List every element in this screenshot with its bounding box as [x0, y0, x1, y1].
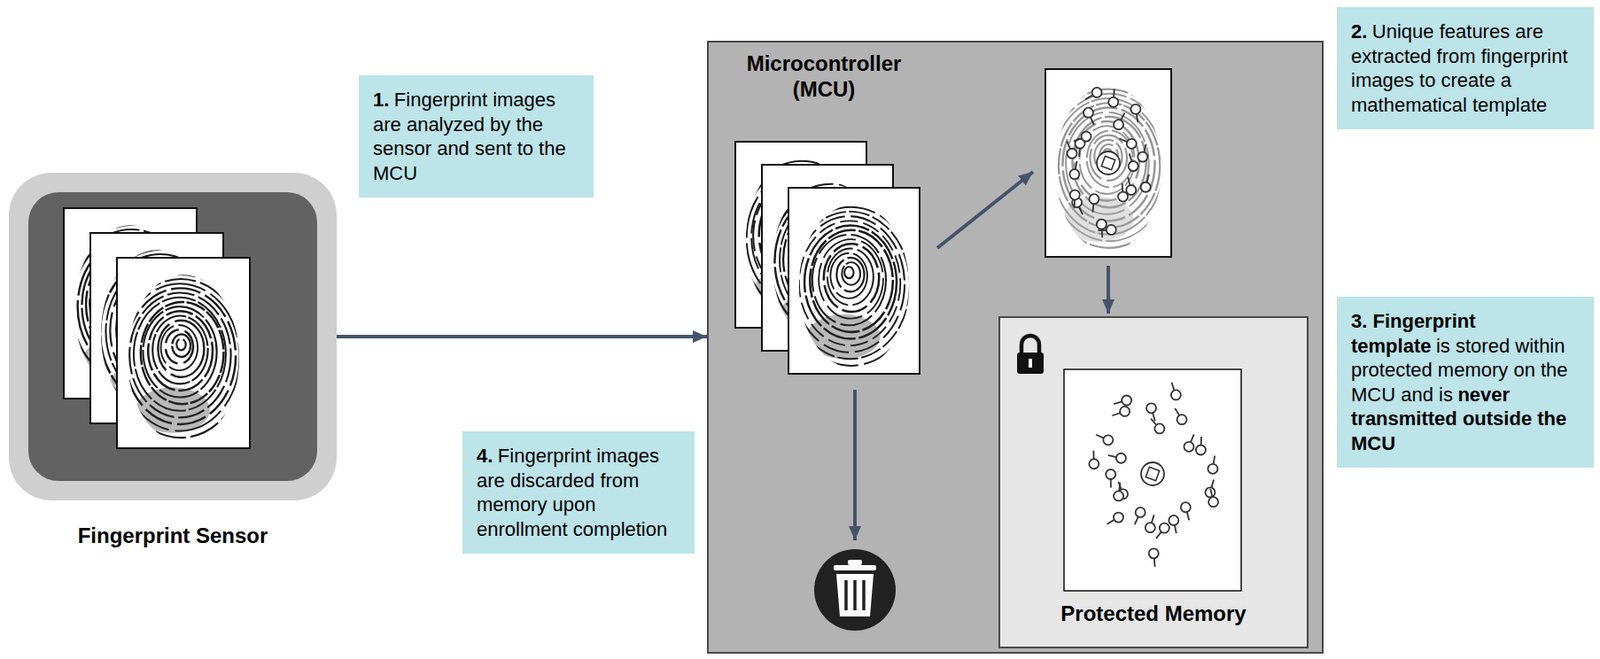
flow-arrow	[937, 171, 1034, 249]
image-frame	[116, 257, 250, 449]
sensor-illustration	[8, 172, 337, 501]
image-frame	[1045, 69, 1172, 257]
minutiae-points	[1088, 382, 1219, 567]
callout-body: 3. Fingerprint templateis stored within …	[1351, 309, 1580, 456]
sensor-device: Fingerprint Sensor	[8, 172, 337, 572]
fingerprint-ridges	[48, 208, 271, 481]
lock-icon	[1017, 335, 1044, 374]
trash-icon	[814, 549, 896, 631]
step-callout: 4.Fingerprint images are discarded from …	[462, 431, 695, 554]
flow-arrow	[336, 334, 707, 339]
callout-text: Fingerprint images are analyzed by the s…	[372, 88, 567, 185]
fingerprint-ridges	[717, 138, 940, 411]
callout-text: 1.	[372, 88, 389, 111]
callout-body: 1.Fingerprint images are analyzed by the…	[372, 87, 580, 186]
protected-memory-illustration	[1000, 318, 1307, 647]
fingerprint-ridges	[995, 43, 1218, 316]
flow-arrow	[853, 389, 857, 541]
protected-memory-box: Protected Memory	[998, 316, 1309, 649]
node-title: Protected Memory	[1000, 601, 1307, 628]
node-title: Microcontroller (MCU)	[726, 51, 922, 103]
image-frame	[788, 187, 920, 374]
callout-text: Fingerprint images are discarded from me…	[476, 444, 668, 541]
step-callout: 2.Unique features are extracted from fin…	[1336, 7, 1594, 130]
node-title: Fingerprint Sensor	[8, 523, 337, 550]
callout-text: 2.	[1351, 20, 1367, 43]
step-callout: 1.Fingerprint images are analyzed by the…	[358, 75, 594, 198]
template-frame	[1064, 369, 1242, 591]
fingerprint-ridges	[69, 233, 292, 505]
template-image	[995, 43, 1218, 316]
minutiae-points	[1066, 87, 1150, 238]
callout-body: 2.Unique features are extracted from fin…	[1351, 19, 1580, 117]
flow-arrow	[1106, 265, 1111, 314]
callout-text: 4.	[476, 444, 493, 467]
mcu-box: Protected Memory Microcontroller (MCU)	[706, 40, 1324, 654]
callout-body: 4.Fingerprint images are discarded from …	[476, 443, 681, 542]
callout-text: Unique features are extracted from finge…	[1351, 20, 1569, 117]
fingerprint-ridges	[738, 161, 961, 434]
step-callout: 3. Fingerprint templateis stored within …	[1336, 296, 1594, 468]
